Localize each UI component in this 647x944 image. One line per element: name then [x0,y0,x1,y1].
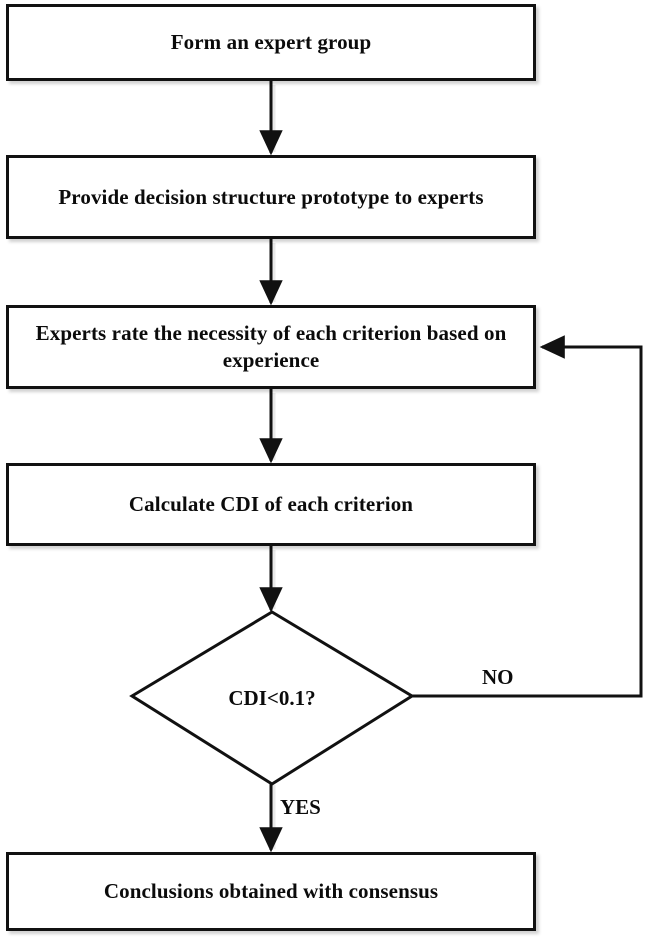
diamond-shape [129,610,415,786]
node-label-experts-rate: Experts rate the necessity of each crite… [35,321,507,372]
edge-label-yes: YES [280,795,321,819]
process-node-conclusions[interactable]: Conclusions obtained with consensus [6,852,536,931]
decision-node-cdi[interactable]: CDI<0.1? [128,608,416,788]
edge-label-no: NO [482,665,514,689]
process-node-provide-prototype[interactable]: Provide decision structure prototype to … [6,155,536,239]
node-label-form-expert-group: Form an expert group [170,30,372,55]
process-node-form-expert-group[interactable]: Form an expert group [6,4,536,81]
node-label-provide-prototype: Provide decision structure prototype to … [58,184,484,209]
process-node-experts-rate[interactable]: Experts rate the necessity of each crite… [6,305,536,389]
edge-decision-no-to-rate [409,335,643,698]
node-label-calculate-cdi: Calculate CDI of each criterion [128,492,414,517]
process-node-calculate-cdi[interactable]: Calculate CDI of each criterion [6,463,536,546]
node-label-conclusions: Conclusions obtained with consensus [103,879,439,904]
